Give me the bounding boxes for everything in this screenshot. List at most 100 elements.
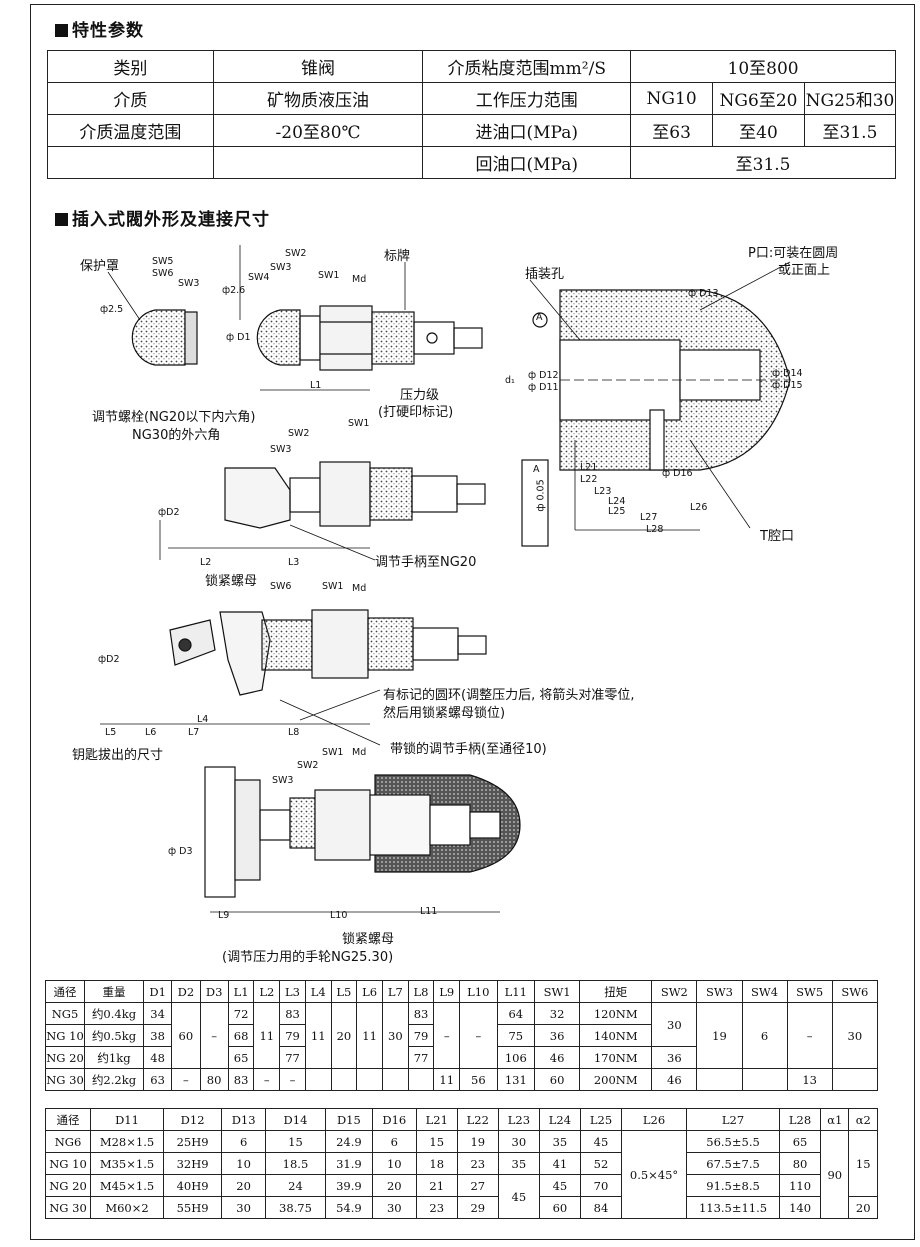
dim-l8: L8 xyxy=(288,727,300,738)
dim-d12: ф D12 xyxy=(528,370,559,381)
table-cell: 56 xyxy=(459,1068,498,1091)
table-cell: 46 xyxy=(651,1068,698,1091)
table-row: NG6 M28×1.5 25H9 6 15 24.9 6 15 19 30 35… xyxy=(45,1130,878,1219)
table-cell: 15 xyxy=(265,1130,326,1153)
table-cell: 36 xyxy=(534,1024,581,1047)
table-cell: 131 xyxy=(496,1068,536,1091)
table-cell: 39.9 xyxy=(324,1174,373,1197)
square-bullet-icon xyxy=(55,24,68,37)
table-cell: 120NM xyxy=(579,1002,653,1025)
table-cell: 140NM xyxy=(579,1024,653,1047)
dim-l11: L11 xyxy=(420,906,438,917)
dim-l27: L27 xyxy=(640,512,658,523)
label-t-port: T腔口 xyxy=(760,529,794,544)
dim-sw6-b: SW6 xyxy=(270,581,292,592)
dim-sw3-c: SW3 xyxy=(270,444,292,455)
dim-sw3-d: SW3 xyxy=(272,775,294,786)
table-cell: 至40 xyxy=(712,114,805,147)
table-cell: 38.75 xyxy=(265,1196,326,1219)
table-cell: D2 xyxy=(171,980,201,1003)
table-cell: SW6 xyxy=(831,980,879,1003)
table-cell: D3 xyxy=(199,980,229,1003)
table-cell: 重量 xyxy=(84,980,144,1003)
label-hard-stamp: (打硬印标记) xyxy=(378,405,454,420)
table-cell: 140 xyxy=(779,1196,822,1219)
label-key-size: 钥匙拔出的尺寸 xyxy=(72,748,164,763)
table-cell: NG5 xyxy=(45,1002,85,1025)
table-cell: 41 xyxy=(538,1152,581,1175)
table-cell: 77 xyxy=(279,1046,306,1069)
label-protect-cover: 保护罩 xyxy=(80,259,120,274)
table-cell: 84 xyxy=(579,1196,623,1219)
label-pressure-level: 压力级 xyxy=(400,388,440,403)
dim-l25: L25 xyxy=(608,506,626,517)
table-row: 通径 D11 D12 D13 D14 D15 D16 L21 L22 L23 L… xyxy=(45,1108,878,1131)
section-title-dims: 插入式閥外形及連接尺寸 xyxy=(55,205,270,230)
table-cell: 通径 xyxy=(45,1108,91,1131)
table-cell: 20 xyxy=(371,1174,417,1197)
params-title-text: 特性参数 xyxy=(72,21,144,41)
dim-sw1-b: SW1 xyxy=(348,418,370,429)
dim-l22: L22 xyxy=(580,474,598,485)
dim-l9: L9 xyxy=(218,910,230,921)
table-cell: M60×2 xyxy=(90,1196,164,1219)
table-cell: L6 xyxy=(356,980,383,1003)
table-cell: SW5 xyxy=(786,980,833,1003)
table-cell: 30 xyxy=(381,1002,409,1069)
table-cell: D1 xyxy=(142,980,173,1003)
table-cell: 27 xyxy=(456,1174,499,1197)
table-cell: NG6至20 xyxy=(712,82,805,115)
params-table: 类别 锥阀 介质粘度范围mm²/S 10至800 介质 矿物质液压油 工作压力范… xyxy=(47,50,897,179)
table-cell: 65 xyxy=(227,1046,255,1069)
table-cell: 矿物质液压油 xyxy=(212,82,424,115)
table-cell: – xyxy=(279,1068,306,1091)
table-cell: D14 xyxy=(265,1108,326,1131)
dimensions-table-2: 通径 D11 D12 D13 D14 D15 D16 L21 L22 L23 L… xyxy=(45,1108,878,1219)
table-cell: 110 xyxy=(779,1174,822,1197)
valve-body-4 xyxy=(204,766,521,898)
table-cell: 6 xyxy=(371,1130,417,1153)
dimensions-table-1: 通径 重量 D1 D2 D3 L1 L2 L3 L4 L5 L6 L7 L8 L… xyxy=(45,980,879,1091)
table-cell: NG 30 xyxy=(45,1068,85,1091)
dim-sw2-c: SW2 xyxy=(297,760,319,771)
table-cell: L9 xyxy=(433,980,461,1003)
dim-d16: ф D16 xyxy=(662,468,693,479)
table-cell: 约1kg xyxy=(84,1046,144,1069)
dim-sw3-b: SW3 xyxy=(270,262,292,273)
table-cell: 56.5±5.5 xyxy=(686,1130,781,1153)
table-cell: 29 xyxy=(456,1196,499,1219)
dim-l6: L6 xyxy=(145,727,157,738)
dim-a-mark: A xyxy=(536,312,543,323)
table-cell: 11 xyxy=(356,1002,383,1069)
dim-tolerance: ф 0.05 xyxy=(535,479,547,512)
table-cell: L26 xyxy=(621,1108,688,1131)
page-frame xyxy=(30,4,915,1240)
protective-cover-drawing xyxy=(131,309,198,366)
dim-phi25: ф2.5 xyxy=(100,304,124,315)
table-cell: 扭矩 xyxy=(579,980,653,1003)
dim-md-c: Md xyxy=(352,747,367,758)
dim-d2-b: фD2 xyxy=(98,654,120,665)
label-handwheel: (调节压力用的手轮NG25.30) xyxy=(222,950,394,965)
table-cell: -20至80℃ xyxy=(212,114,424,147)
square-bullet-icon xyxy=(55,213,68,226)
table-cell: 24 xyxy=(265,1174,326,1197)
table-cell: NG 20 xyxy=(45,1046,85,1069)
table-cell: 36 xyxy=(651,1046,698,1069)
dim-d14: ф D14 xyxy=(772,368,803,379)
dim-l21: L21 xyxy=(580,462,598,473)
table-row: NG 20 约1kg 48 65 77 77 106 46 170NM 36 xyxy=(45,1046,878,1069)
table-cell: 79 xyxy=(279,1024,306,1047)
table-cell: 32H9 xyxy=(162,1152,223,1175)
table-cell: 64 xyxy=(496,1002,536,1025)
table-cell xyxy=(304,1068,332,1091)
dim-l5: L5 xyxy=(105,727,117,738)
table-row: 介质 矿物质液压油 工作压力范围 NG10 NG6至20 NG25和30 xyxy=(47,82,897,115)
table-cell: 170NM xyxy=(579,1046,653,1069)
table-cell: – xyxy=(253,1068,281,1091)
label-lock-nut: 锁紧螺母 xyxy=(205,574,258,589)
dim-sw6: SW6 xyxy=(152,268,174,279)
table-cell: 介质温度范围 xyxy=(47,114,214,147)
table-cell: 11 xyxy=(253,1002,281,1069)
table-cell: 80 xyxy=(779,1152,822,1175)
